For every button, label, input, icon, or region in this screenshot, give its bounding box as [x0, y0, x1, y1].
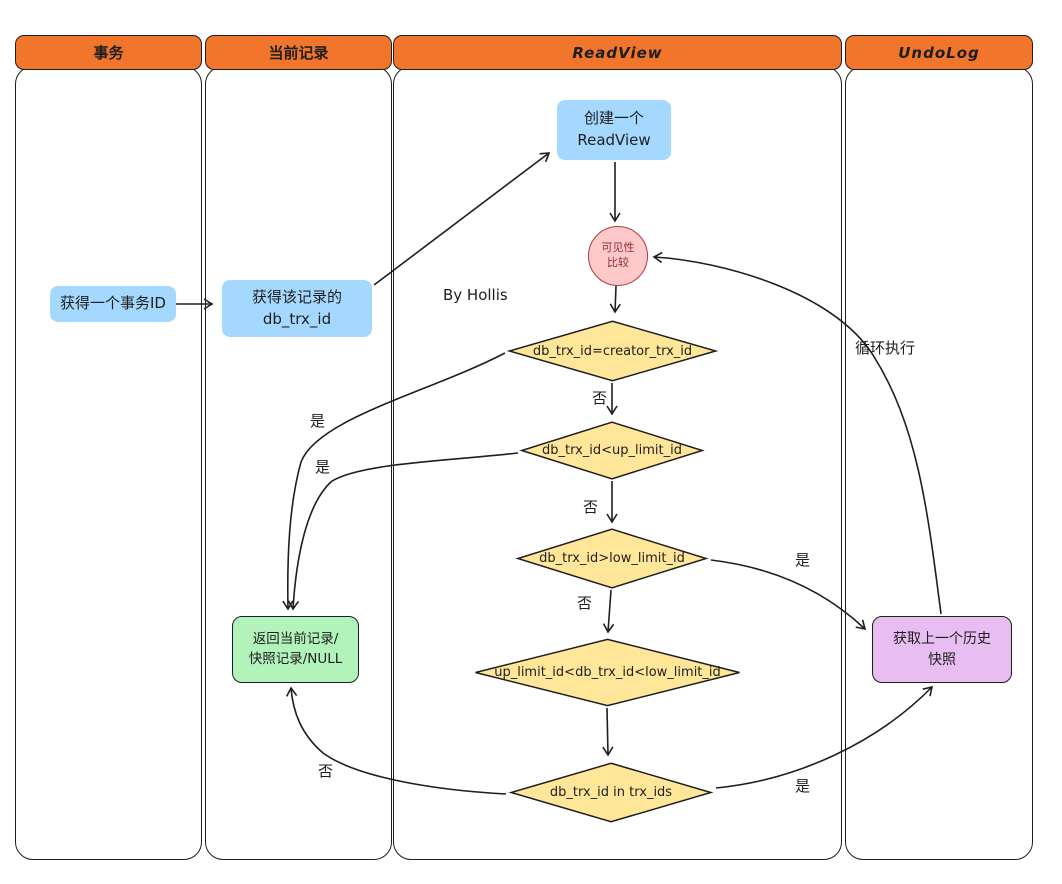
- decision-between-limits: up_limit_id<db_trx_id<low_limit_id: [470, 638, 745, 707]
- decision-low-limit: db_trx_id>low_limit_id: [514, 528, 710, 589]
- lane-header-undolog: UndoLog: [845, 35, 1033, 70]
- node-get-txn-id: 获得一个事务ID: [50, 286, 176, 322]
- lane-title-readview: ReadView: [572, 43, 663, 62]
- lane-title-transaction: 事务: [93, 44, 124, 62]
- node-visibility-compare: 可见性 比较: [588, 226, 648, 286]
- decision-up-limit-label: db_trx_id<up_limit_id: [542, 443, 682, 458]
- lane-header-transaction: 事务: [15, 35, 202, 70]
- edge-label-yes-creator: 是: [310, 412, 326, 430]
- lane-header-current-record: 当前记录: [205, 35, 392, 70]
- decision-creator-trx-id-label: db_trx_id=creator_trx_id: [532, 343, 693, 359]
- decision-up-limit: db_trx_id<up_limit_id: [518, 421, 706, 480]
- edge-label-yes-in-trx-ids: 是: [795, 777, 811, 795]
- lane-header-readview: ReadView: [393, 35, 842, 70]
- decision-between-limits-label: up_limit_id<db_trx_id<low_limit_id: [494, 665, 721, 680]
- decision-low-limit-label: db_trx_id>low_limit_id: [539, 551, 685, 566]
- decision-creator-trx-id: db_trx_id=creator_trx_id: [505, 320, 720, 382]
- edge-label-no-in-trx-ids: 否: [318, 762, 334, 780]
- node-get-txn-id-label: 获得一个事务ID: [60, 294, 166, 313]
- node-get-history-snapshot: 获取上一个历史 快照: [872, 616, 1012, 683]
- edge-label-yes-low-limit: 是: [795, 551, 811, 569]
- diamond-shape: [507, 762, 715, 823]
- edge-label-loop: 循环执行: [855, 339, 916, 357]
- lane-title-current-record: 当前记录: [268, 44, 329, 62]
- decision-in-trx-ids-label: db_trx_id in trx_ids: [549, 785, 673, 800]
- lane-body-transaction: [15, 66, 202, 860]
- edge-label-yes-up-limit: 是: [315, 458, 331, 476]
- node-visibility-compare-label: 可见性 比较: [601, 241, 635, 269]
- node-get-record-trx-id-label: 获得该记录的 db_trx_id: [251, 287, 342, 328]
- lane-body-undolog: [845, 66, 1033, 860]
- node-return-result-label: 返回当前记录/ 快照记录/NULL: [248, 630, 343, 667]
- node-get-history-snapshot-label: 获取上一个历史 快照: [893, 631, 991, 668]
- edge-label-no-low-limit: 否: [577, 594, 593, 612]
- edge-label-no-up-limit: 否: [583, 498, 599, 516]
- node-create-readview: 创建一个 ReadView: [557, 100, 671, 160]
- node-get-record-trx-id: 获得该记录的 db_trx_id: [222, 280, 372, 337]
- diamond-shape: [470, 638, 745, 707]
- edge-label-no-creator: 否: [592, 389, 608, 407]
- lane-title-undolog: UndoLog: [898, 43, 980, 62]
- node-create-readview-label: 创建一个 ReadView: [577, 109, 651, 149]
- decision-in-trx-ids: db_trx_id in trx_ids: [507, 762, 715, 823]
- author-credit: By Hollis: [443, 286, 508, 304]
- node-return-result: 返回当前记录/ 快照记录/NULL: [232, 616, 359, 683]
- lane-body-current-record: [205, 66, 392, 860]
